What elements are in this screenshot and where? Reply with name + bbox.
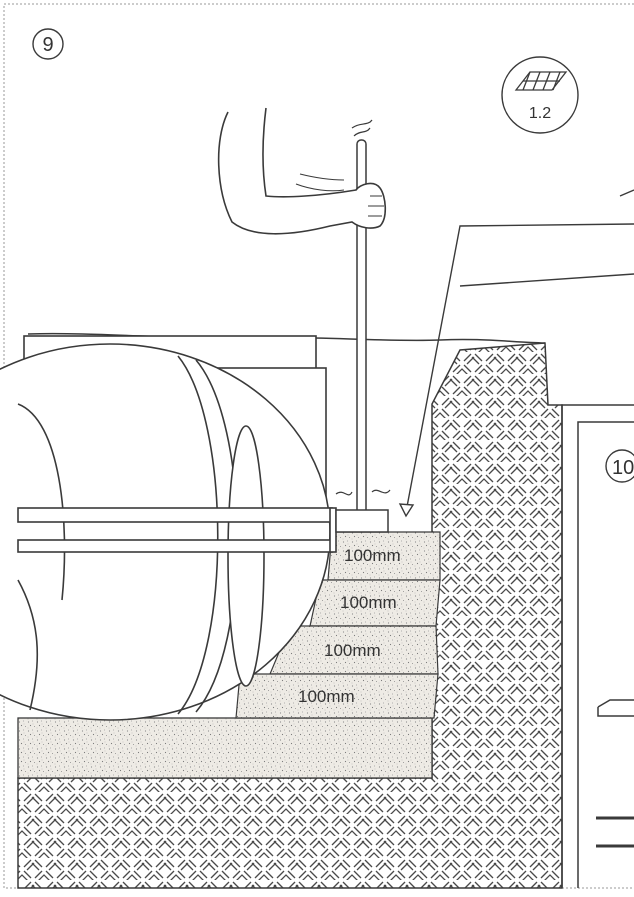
tank-band (329, 507, 337, 553)
layer-thickness-label: 100mm (340, 593, 397, 612)
tank-band (17, 507, 333, 523)
backfill-layer (235, 673, 439, 719)
tamper-plate (335, 509, 389, 533)
tool-badge-label: 1.2 (529, 105, 551, 122)
layer-thickness-label: 100mm (344, 546, 401, 565)
tank-inner-curve (17, 579, 39, 711)
hand-tamper (335, 119, 391, 533)
tank-recess (227, 425, 265, 687)
layer-thickness-label: 100mm (324, 641, 381, 660)
next-step-number-circle (605, 449, 634, 483)
tank-inner-curve (17, 403, 66, 601)
next-step-number: 10 (612, 457, 634, 479)
tank-rib (177, 355, 219, 715)
next-step-panel (561, 404, 634, 888)
step-number: 9 (42, 34, 53, 56)
arm-outline (217, 107, 387, 235)
arm-crease (295, 173, 384, 217)
worker-arm (217, 107, 387, 235)
callout-arrow (398, 189, 634, 518)
tank-band (17, 539, 333, 553)
backfill-layers (235, 531, 441, 719)
step-number-circle (32, 28, 64, 60)
trowel-icon (514, 71, 568, 91)
septic-tank (0, 335, 337, 721)
layer-thickness-label: 100mm (298, 687, 355, 706)
motion-lines (335, 119, 391, 496)
bedding-layer (17, 717, 433, 779)
